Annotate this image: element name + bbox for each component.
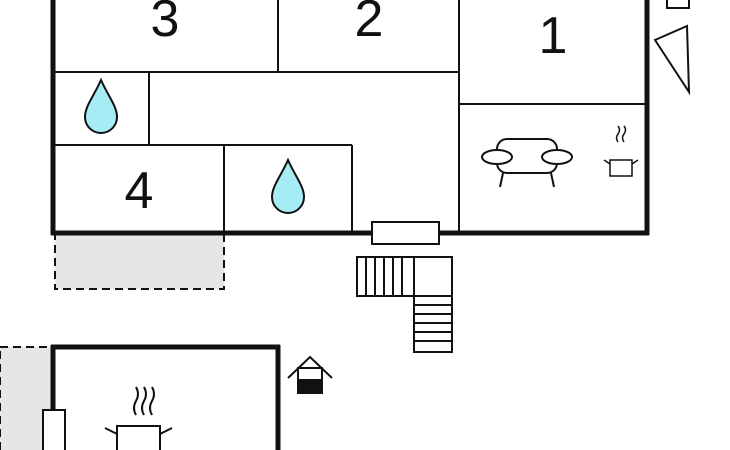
room-label-1: 1	[539, 7, 568, 65]
terrace-area	[54, 233, 225, 290]
room-label-2: 2	[355, 0, 384, 48]
cooking-pot-icon	[603, 125, 639, 177]
cooking-pot-icon	[104, 386, 173, 450]
sofa-icon	[481, 138, 573, 188]
water-drop-icon	[270, 157, 306, 214]
staircase	[356, 256, 453, 353]
water-drop-icon	[83, 77, 119, 134]
well-icon	[287, 355, 333, 394]
window-marker	[666, 0, 690, 9]
room-label-4: 4	[125, 162, 154, 220]
building-outer-walls	[50, 0, 650, 236]
north-arrow-icon	[653, 24, 691, 96]
room-label-3: 3	[151, 0, 180, 48]
lower-building-door	[42, 409, 66, 450]
entrance-landing	[371, 221, 440, 245]
interior-walls	[53, 0, 647, 233]
lower-building-walls	[50, 344, 281, 450]
